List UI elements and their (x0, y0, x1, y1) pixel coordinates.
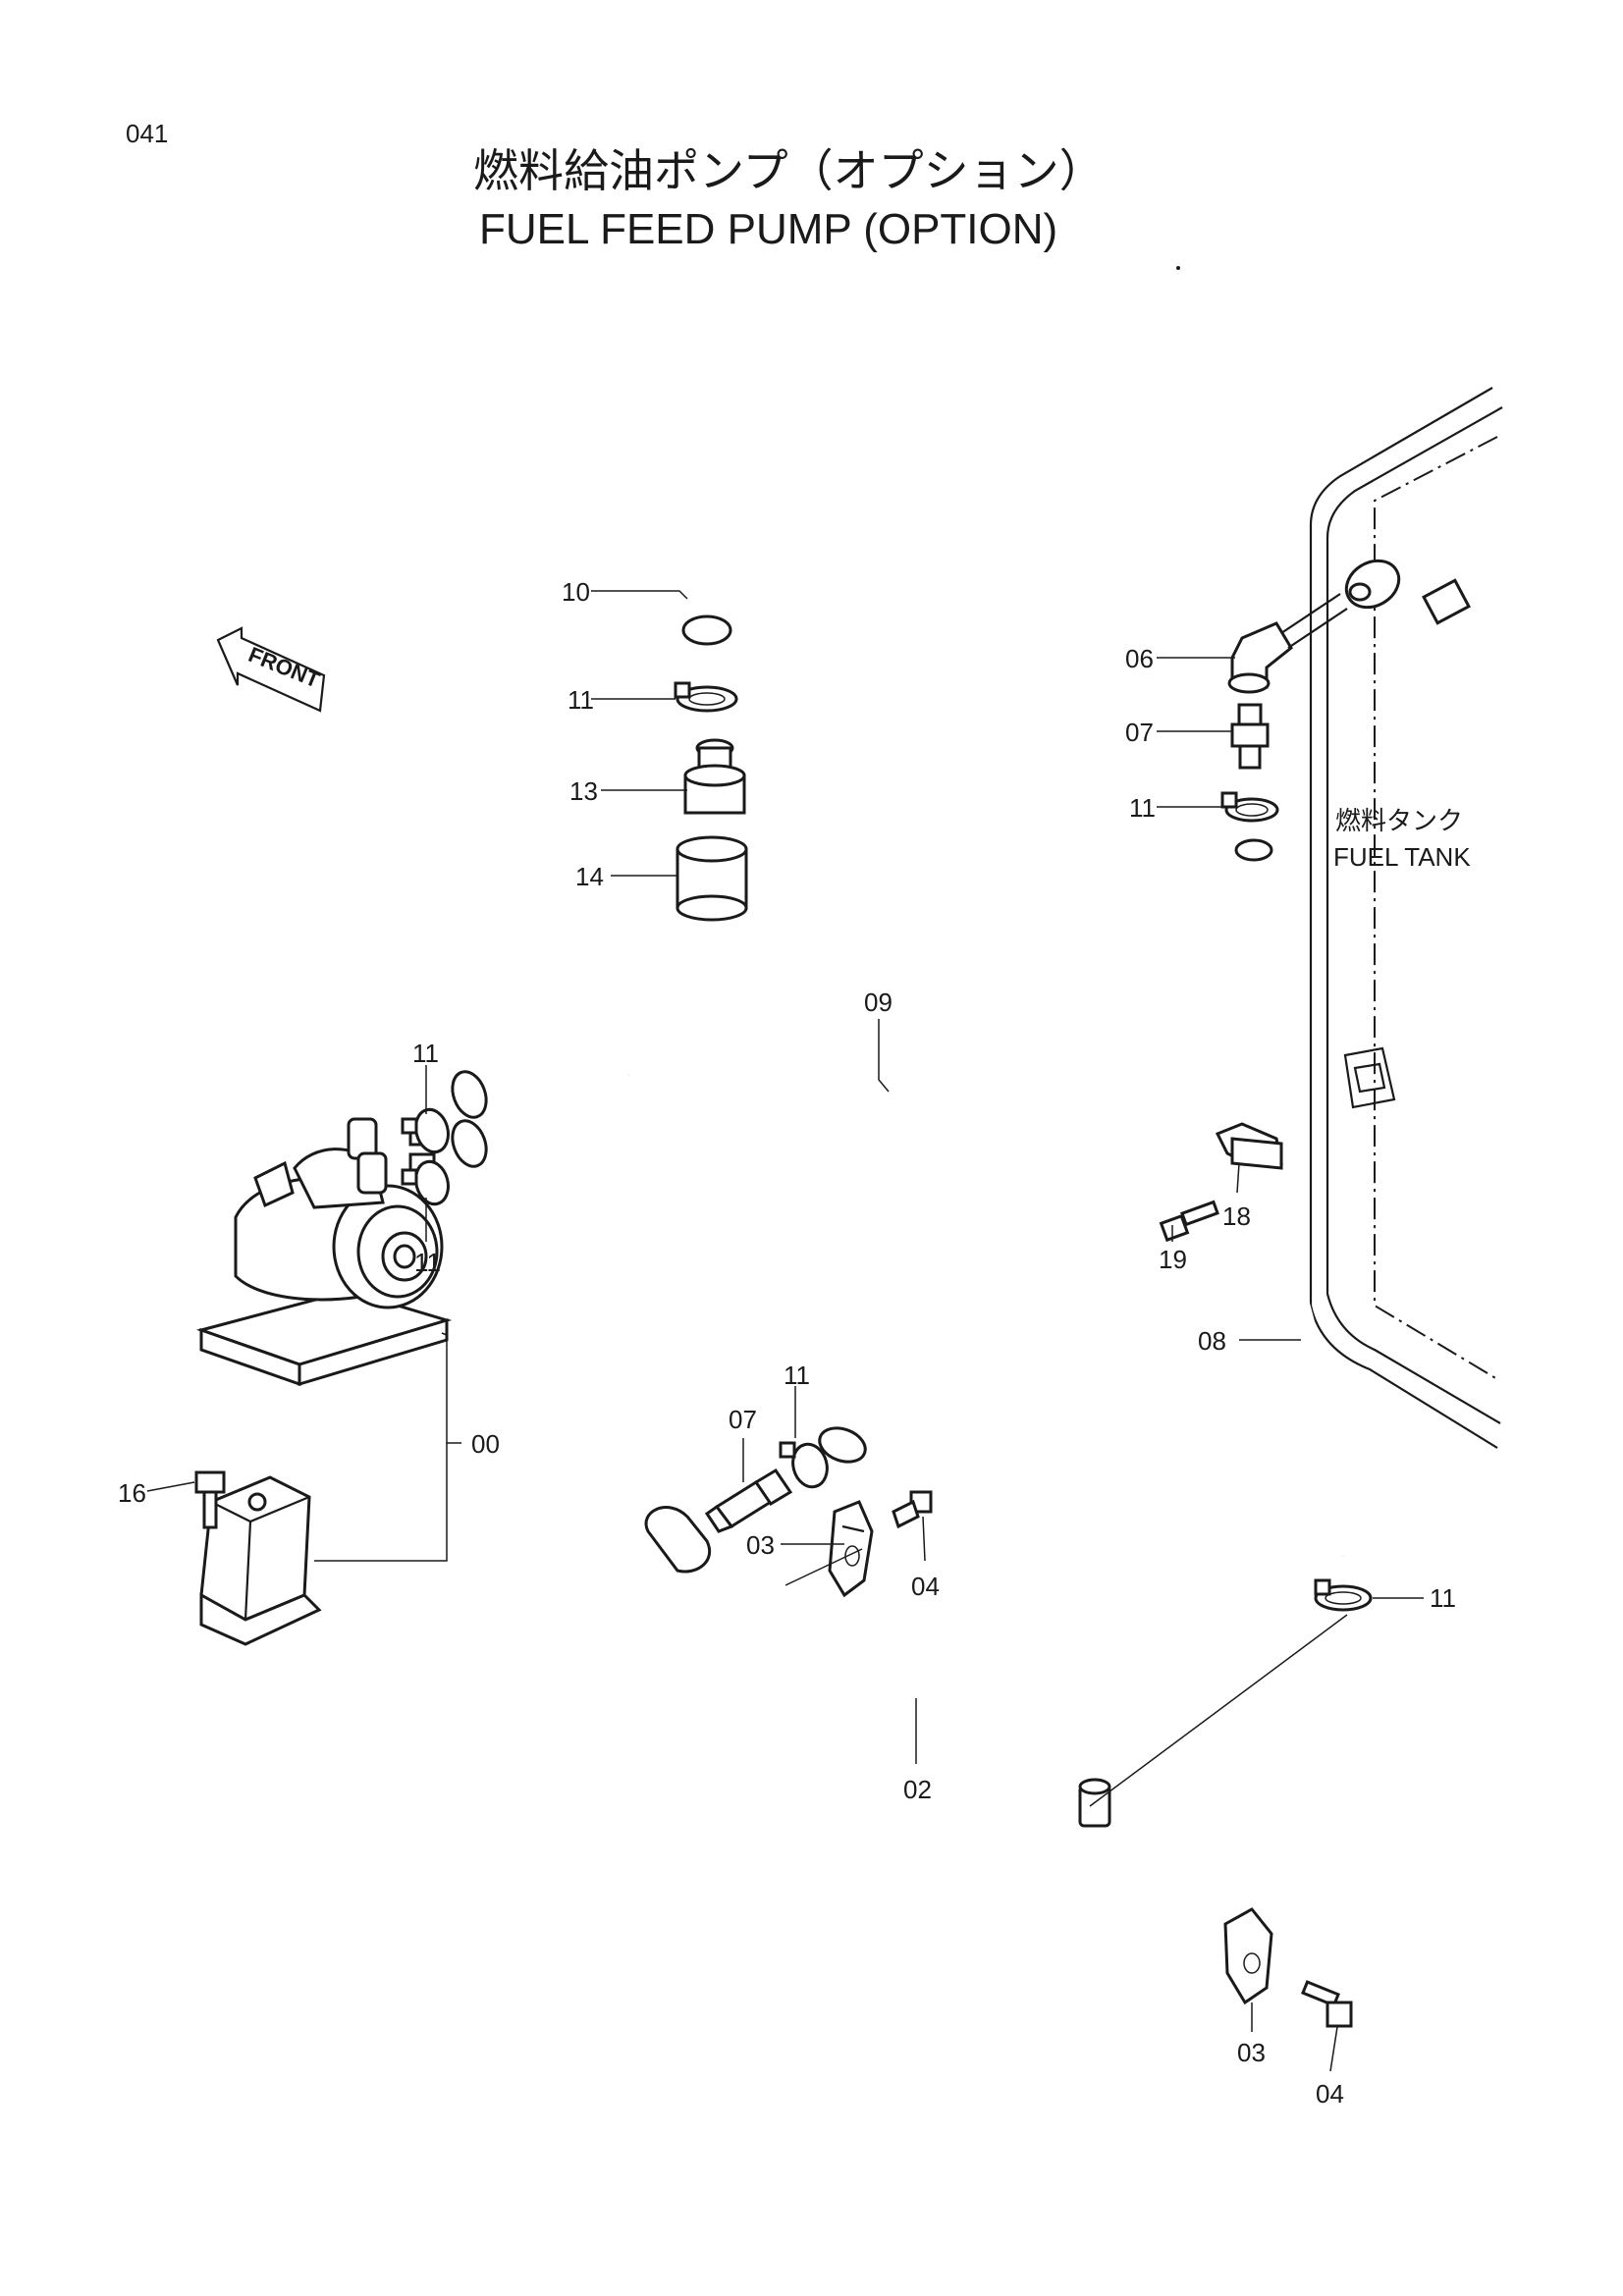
callout-18: 18 (1222, 1201, 1251, 1231)
callout-11: 11 (1129, 793, 1156, 823)
fuel-tank-label-en: FUEL TANK (1333, 842, 1471, 872)
bolt-19 (1159, 1200, 1219, 1243)
fuel-tank: 燃料タンク FUEL TANK (1309, 387, 1503, 1449)
bolt-16 (194, 1470, 226, 1529)
fuel-pump (195, 1117, 453, 1387)
callout-00: 00 (471, 1429, 500, 1459)
clamp-11a (674, 681, 738, 713)
clamp-11d (401, 1159, 450, 1206)
callouts: 10 11 13 14 06 07 11 09 11 11 19 18 08 0… (118, 577, 1456, 2109)
leader-lines (146, 590, 1424, 2072)
front-arrow-label: FRONT (245, 642, 324, 693)
callout-11: 11 (784, 1361, 810, 1390)
callout-02: 02 (903, 1775, 932, 1804)
clip-18 (1215, 1122, 1283, 1170)
callout-11: 11 (412, 1039, 439, 1068)
callout-06: 06 (1125, 644, 1154, 673)
title-english: FUEL FEED PUMP (OPTION) (479, 205, 1057, 253)
clamp-03a (828, 1500, 874, 1598)
relay-box (199, 1475, 322, 1646)
sleeve-14 (676, 835, 748, 922)
callout-11: 11 (568, 685, 594, 715)
callout-03: 03 (746, 1530, 775, 1560)
pipe-02 (644, 1506, 1245, 1946)
clamp-11c (401, 1107, 450, 1154)
nipple-07a (1230, 703, 1270, 770)
callout-04: 04 (911, 1572, 940, 1601)
callout-07: 07 (1125, 718, 1154, 747)
nipple-07b (704, 1468, 793, 1533)
callout-11: 11 (1430, 1583, 1456, 1613)
front-arrow: FRONT (216, 626, 326, 713)
hose-coil (656, 348, 1119, 1061)
callout-10: 10 (562, 577, 590, 607)
clamp-03b (1223, 1907, 1273, 2005)
callout-03: 03 (1237, 2038, 1266, 2067)
elbow-06 (1227, 593, 1348, 694)
clamp-11e (779, 1441, 829, 1489)
callout-16: 16 (118, 1478, 146, 1508)
hose-09 (451, 1019, 1081, 1464)
bolt-04a (892, 1490, 933, 1529)
fuel-tank-label-jp: 燃料タンク (1335, 806, 1463, 835)
stray-dot (1176, 266, 1180, 270)
callout-04: 04 (1316, 2079, 1344, 2109)
page-number: 041 (126, 119, 168, 148)
bolt-04b (1301, 1980, 1353, 2028)
callout-14: 14 (575, 862, 604, 891)
title-japanese: 燃料給油ポンプ（オプション） (473, 145, 1105, 196)
callout-13: 13 (569, 776, 598, 806)
clamp-11b (1220, 791, 1279, 823)
callout-11: 11 (414, 1248, 441, 1277)
callout-19: 19 (1159, 1245, 1187, 1274)
callout-07: 07 (729, 1405, 757, 1434)
clamp-11f (1314, 1578, 1373, 1612)
callout-08: 08 (1198, 1326, 1226, 1356)
adapter-13 (683, 738, 746, 815)
callout-09: 09 (864, 988, 893, 1017)
